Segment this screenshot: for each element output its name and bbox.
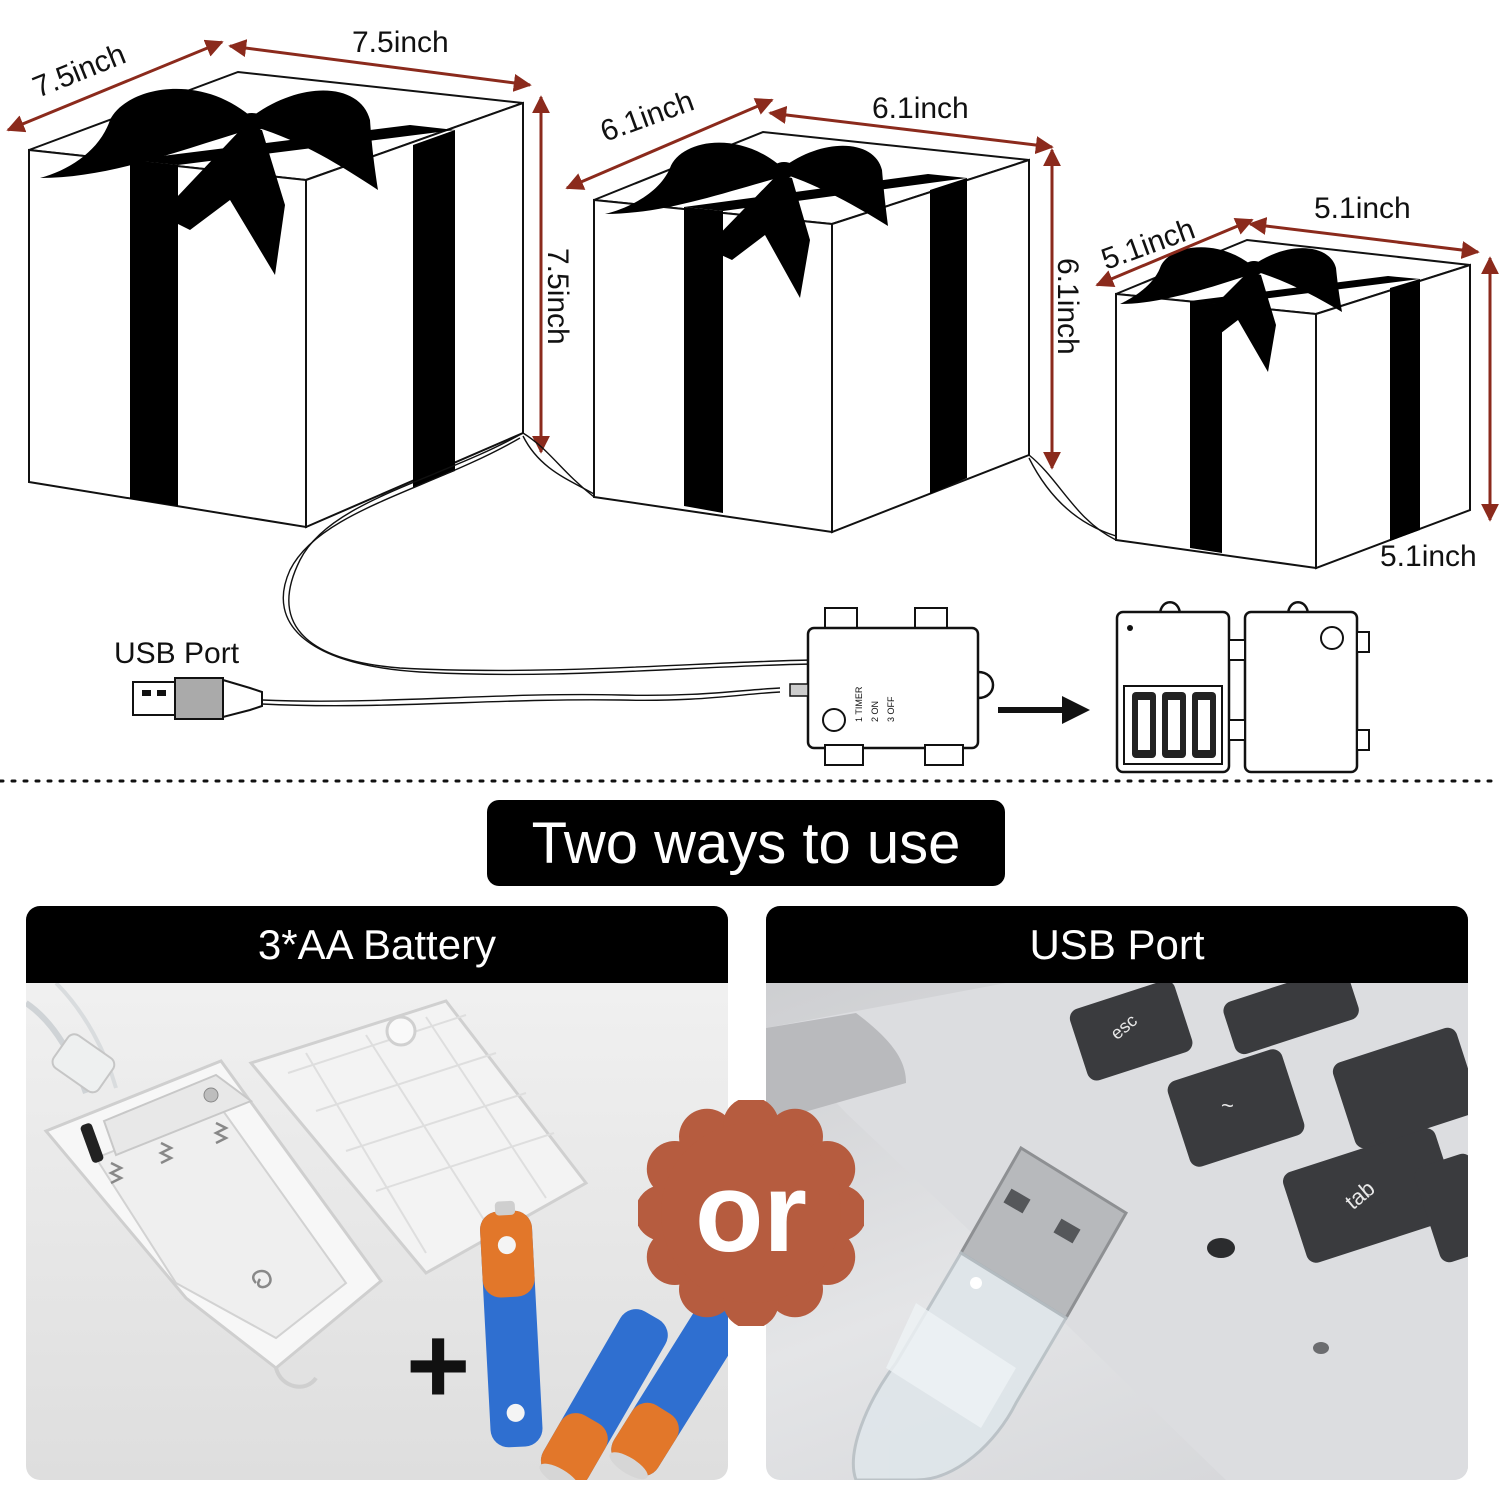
laptop-usb-photo: esc ~ tab <box>766 983 1468 1480</box>
small-height-label: 5.1inch <box>1380 540 1477 573</box>
switch-mode-timer: 1 TIMER <box>854 686 864 722</box>
right-arrow-icon <box>998 696 1090 724</box>
small-gift-box: 5.1inch 5.1inch 5.1inch <box>1095 192 1499 573</box>
plus-sign: + <box>406 1304 470 1427</box>
medium-gift-box: 6.1inch 6.1inch 6.1inch <box>565 84 1084 534</box>
medium-height-label: 6.1inch <box>1051 258 1084 355</box>
battery-box-open <box>1115 601 1370 774</box>
keyboard-keys: esc ~ tab <box>1069 983 1468 1263</box>
large-bow-icon <box>40 88 378 275</box>
usb-option-header: USB Port <box>766 906 1468 983</box>
key-tilde: ~ <box>1221 1093 1234 1118</box>
medium-width-label: 6.1inch <box>872 92 969 125</box>
usb-plug-icon <box>132 677 263 720</box>
large-depth-label: 7.5inch <box>28 38 130 105</box>
large-height-label: 7.5inch <box>541 248 574 345</box>
or-text: or <box>695 1150 807 1275</box>
switch-mode-on: 2 ON <box>870 701 880 722</box>
battery-option-panel: 3*AA Battery + <box>26 906 728 1480</box>
usb-port-label: USB Port <box>114 637 240 670</box>
gift-box-dimension-diagram: 7.5inch 7.5inch 7.5inch 6.1inch 6.1inch … <box>0 26 1500 783</box>
battery-option-title: 3*AA Battery <box>257 920 497 968</box>
switch-mode-off: 3 OFF <box>886 696 896 722</box>
large-width-label: 7.5inch <box>352 26 449 59</box>
usb-plug-photo <box>851 1145 1129 1480</box>
usb-option-panel: USB Port esc ~ tab <box>766 906 1468 1480</box>
string-light-wires <box>261 432 1117 707</box>
battery-box-closed: 1 TIMER 2 ON 3 OFF <box>789 607 995 766</box>
two-ways-headline: Two ways to use <box>531 810 961 876</box>
two-ways-banner: Two ways to use <box>487 800 1005 886</box>
usb-option-title: USB Port <box>1029 920 1205 968</box>
large-gift-box: 7.5inch 7.5inch 7.5inch <box>6 26 574 529</box>
aa-batteries-icon <box>480 1200 728 1480</box>
small-width-label: 5.1inch <box>1314 192 1411 225</box>
or-badge-icon <box>638 1100 864 1326</box>
battery-option-header: 3*AA Battery <box>26 906 728 983</box>
battery-box-photo: + <box>26 983 728 1480</box>
